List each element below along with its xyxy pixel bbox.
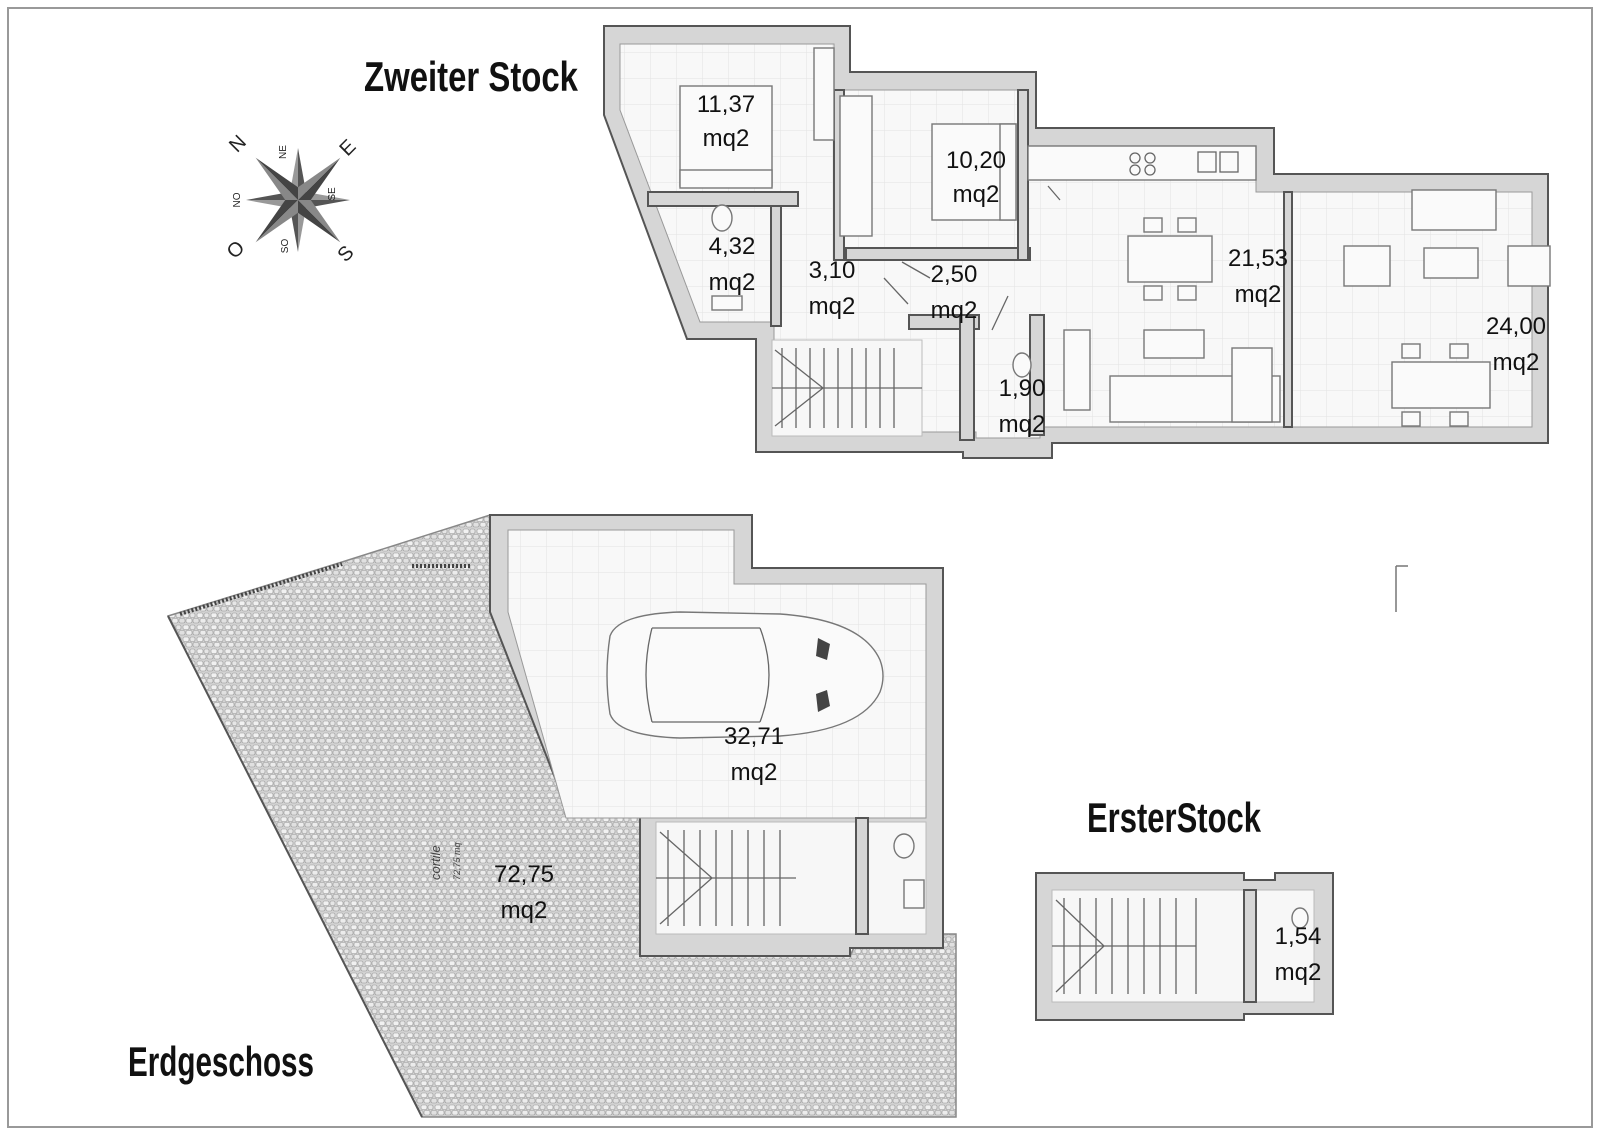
area-r7-unit: mq2 xyxy=(1493,349,1540,376)
toilet-2 xyxy=(1012,352,1032,378)
area-r5-unit: mq2 xyxy=(809,293,856,320)
kitchen-counter xyxy=(1027,145,1257,181)
area-r3: 21,53 xyxy=(1228,245,1288,272)
courtyard-sublabel: 72,75 mq xyxy=(452,842,462,880)
wardrobe-2 xyxy=(813,47,835,141)
area-r7: 24,00 xyxy=(1486,313,1546,340)
second-floor-plan xyxy=(603,25,1551,459)
wardrobe xyxy=(839,95,873,237)
first-floor-plan xyxy=(1035,872,1334,1021)
wall-partition xyxy=(1029,314,1045,436)
terrace-armchair xyxy=(1343,245,1391,287)
toilet xyxy=(711,204,733,232)
wall-partition xyxy=(647,191,799,207)
compass-no: NO xyxy=(232,192,243,207)
area-r3-unit: mq2 xyxy=(1235,281,1282,308)
title-ground-floor: Erdgeschoss xyxy=(128,1038,314,1085)
area-r9: 32,71 xyxy=(724,723,784,750)
compass-n: N xyxy=(225,131,251,157)
wall-partition xyxy=(1283,191,1293,428)
area-r10: 72,75 xyxy=(494,861,554,888)
wall-partition xyxy=(770,205,782,327)
compass-se: SE xyxy=(327,187,338,201)
wall-partition xyxy=(1243,889,1257,1003)
bed-1-headboard xyxy=(679,169,773,189)
area-r9-unit: mq2 xyxy=(731,759,778,786)
sink xyxy=(711,295,743,311)
wall-partition xyxy=(1017,89,1029,261)
terrace-table xyxy=(1423,247,1479,279)
compass-o: O xyxy=(223,237,250,264)
wall-partition xyxy=(959,314,975,441)
terrace-sofa xyxy=(1411,189,1497,231)
compass-s: S xyxy=(334,242,359,267)
bed-2-headboard xyxy=(999,123,1017,221)
first-stair-treads xyxy=(1052,898,1197,994)
area-r11: 1,54 xyxy=(1275,923,1322,950)
courtyard-label: cortile xyxy=(428,845,443,880)
area-r4-unit: mq2 xyxy=(709,269,756,296)
area-r4: 4,32 xyxy=(709,233,756,260)
area-r1-unit: mq2 xyxy=(703,125,750,152)
sofa-chaise xyxy=(1231,347,1273,423)
cabinet xyxy=(1063,329,1091,411)
ground-floor-plan xyxy=(166,513,957,1118)
dining-table xyxy=(1127,235,1213,283)
marker-tick xyxy=(1395,565,1408,612)
room-area-labels: 11,37 mq2 10,20 mq2 21,53 mq2 4,32 mq2 3… xyxy=(494,91,1546,986)
wall-partition xyxy=(855,817,869,935)
area-r6: 2,50 xyxy=(931,261,978,288)
compass-so: SO xyxy=(280,239,291,254)
door-swings xyxy=(883,185,1061,331)
title-second-floor: Zweiter Stock xyxy=(364,53,578,100)
area-r2-unit: mq2 xyxy=(953,181,1000,208)
fence xyxy=(179,562,470,616)
area-r11-unit: mq2 xyxy=(1275,959,1322,986)
title-first-floor: ErsterStock xyxy=(1087,794,1261,841)
area-r8: 1,90 xyxy=(999,375,1046,402)
area-r2: 10,20 xyxy=(946,147,1006,174)
stair-treads xyxy=(772,348,922,428)
area-r10-unit: mq2 xyxy=(501,897,548,924)
ground-stair-treads xyxy=(656,830,796,926)
car xyxy=(606,611,884,739)
compass-ne: NE xyxy=(278,145,289,159)
terrace-dining-table xyxy=(1391,361,1491,409)
area-r5: 3,10 xyxy=(809,257,856,284)
coffee-table xyxy=(1143,329,1205,359)
toilet-ground xyxy=(893,833,915,859)
area-r6-unit: mq2 xyxy=(931,297,978,324)
compass-e: E xyxy=(336,136,361,161)
sink-ground xyxy=(903,879,925,909)
terrace-armchair-2 xyxy=(1507,245,1551,287)
toilet-first xyxy=(1291,907,1309,929)
area-r8-unit: mq2 xyxy=(999,411,1046,438)
page-frame xyxy=(7,7,1593,1128)
wall-partition xyxy=(845,247,1031,261)
area-r1: 11,37 xyxy=(697,91,755,118)
courtyard-edge xyxy=(167,615,423,1118)
compass-rose: N E S O NE SE SO NO xyxy=(223,131,361,267)
